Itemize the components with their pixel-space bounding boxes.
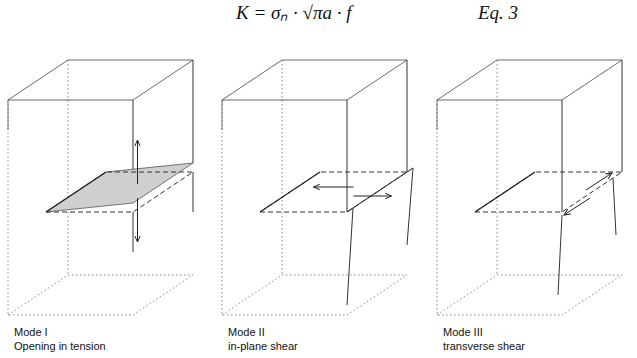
crack-plane [260,172,407,212]
mode-description: in-plane shear [228,340,298,353]
edge-line [8,100,9,130]
mode-label: Mode III [443,326,483,339]
crack-plane [475,172,622,212]
mode-label: Mode I [14,326,48,339]
load-arrow [586,173,612,190]
specimen-block [8,60,193,315]
outline-dotted [347,275,407,315]
edge-line [347,208,353,305]
load-arrow [314,187,354,188]
mode-label: Mode II [228,326,265,339]
crack-front [260,172,320,212]
outline-dotted [222,100,347,315]
edge-line [133,212,134,252]
outline-dotted [68,60,69,275]
crack-front [475,172,535,212]
load-arrow [137,198,138,242]
specimen-block [437,60,622,315]
edge-line [558,215,562,295]
edge-line [562,100,563,212]
top-face [8,60,193,100]
outline-dotted [437,275,622,315]
crack-opening [46,163,193,212]
top-face [222,60,407,100]
top-face [437,60,622,100]
outline-dotted [497,60,498,275]
edge-line [193,60,194,163]
outline-dotted [8,275,193,315]
outline-dotted [133,275,193,315]
outline-dotted [282,60,283,275]
specimen-block [222,60,413,315]
edge-line [407,168,413,245]
equation-number: Eq. 3 [478,2,518,24]
edge-line [622,60,623,172]
mode-description: transverse shear [443,340,525,353]
crack-plane [46,172,193,212]
outline-dotted [437,100,562,315]
mode-description: Opening in tension [14,340,106,353]
load-arrow [354,196,392,197]
load-arrow [564,198,590,215]
edge-line [193,172,194,212]
load-arrow [137,140,138,184]
edge-line [407,60,408,172]
outline-dotted [222,275,407,315]
outline-dotted [562,275,622,315]
crack-front [46,172,106,212]
equation: K = σₙ · √πa · f [236,2,352,24]
edge-line [613,178,616,235]
edge-line [347,100,348,212]
edge-line [437,100,438,130]
edge-line [222,100,223,130]
